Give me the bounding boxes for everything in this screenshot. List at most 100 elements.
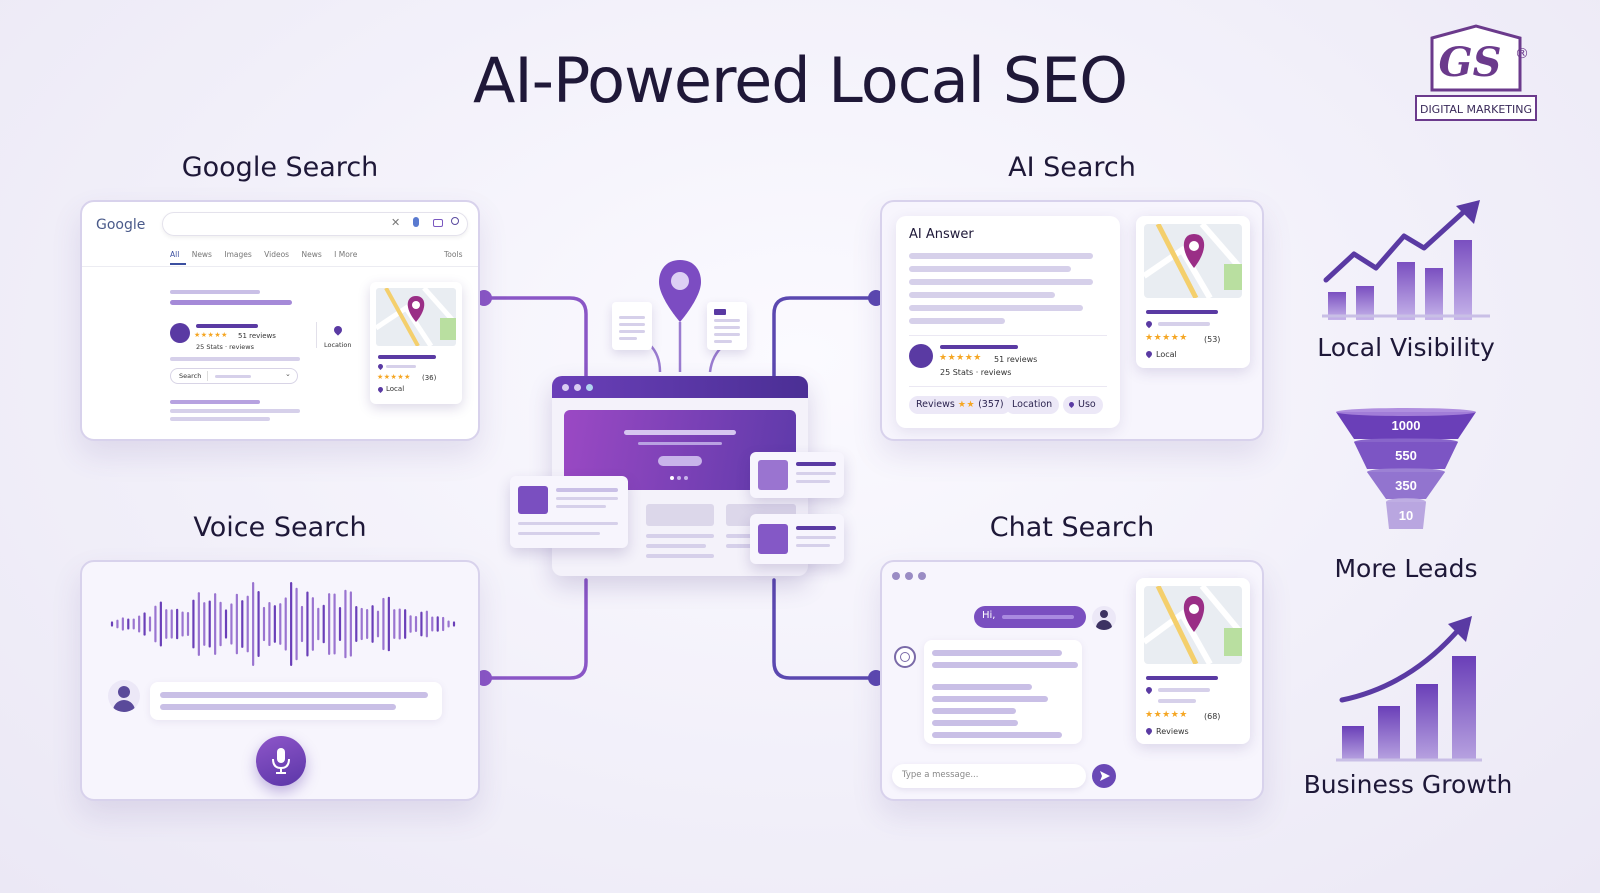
message-placeholder: Type a message...	[902, 770, 979, 780]
local-pin-icon	[376, 385, 385, 394]
map-local-tag: Local	[386, 385, 405, 393]
browser-titlebar	[552, 376, 808, 398]
tab-more[interactable]: I More	[334, 250, 358, 259]
growth-bar-1	[1342, 726, 1364, 760]
map-rating-stars: ★★★★★	[377, 373, 411, 381]
visibility-bar-3	[1397, 262, 1415, 320]
clear-icon[interactable]: ✕	[391, 216, 401, 229]
growth-bar-4	[1452, 656, 1476, 760]
funnel-segment	[1386, 502, 1426, 529]
ai-rating-stars: ★★★★★	[939, 353, 982, 363]
location-pin-icon	[332, 324, 344, 336]
funnel-value-label: 350	[1395, 478, 1417, 493]
logo-shield-icon: GS ® DIGITAL MARKETING	[1415, 24, 1537, 121]
funnel-value-label: 10	[1399, 508, 1413, 523]
google-search-panel: Google ✕ All News Images Videos News I M…	[80, 200, 480, 441]
business-avatar	[909, 344, 933, 368]
map-card[interactable]: ★★★★★ (36) Local	[370, 282, 462, 404]
ai-map-local-tag: Local	[1156, 350, 1177, 359]
chat-map-card[interactable]: ★★★★★ (68) Reviews	[1136, 578, 1250, 744]
search-filter[interactable]: Search ⌄	[170, 368, 298, 384]
chat-map-rating-count: (68)	[1204, 712, 1221, 721]
funnel-segment	[1336, 412, 1476, 439]
rating-stars: ★★★★★	[194, 331, 228, 339]
uso-chip[interactable]: Uso	[1063, 396, 1103, 414]
logo-registered: ®	[1515, 46, 1529, 62]
website-card-left	[510, 476, 628, 548]
microphone-icon	[272, 748, 290, 774]
search-input[interactable]: ✕	[162, 212, 468, 236]
uso-chip-label: Uso	[1078, 399, 1096, 410]
pin-icon	[1144, 685, 1154, 695]
ai-map-rating-count: (53)	[1204, 335, 1221, 344]
sound-wave-icon	[110, 582, 456, 666]
ai-map-card[interactable]: ★★★★★ (53) Local	[1136, 216, 1250, 368]
growth-trend-arrow	[1339, 625, 1463, 703]
gs-logo: GS ® DIGITAL MARKETING	[1414, 24, 1538, 124]
document-icon-right	[707, 302, 747, 350]
logo-mark: GS	[1438, 39, 1501, 86]
greeting-text: Hi,	[982, 610, 996, 621]
bot-avatar-icon	[894, 646, 916, 668]
tab-all[interactable]: All	[170, 250, 180, 259]
location-label[interactable]: Location	[324, 341, 352, 349]
pin-icon	[1144, 319, 1154, 329]
microphone-icon[interactable]	[413, 217, 419, 227]
camera-icon[interactable]	[433, 219, 443, 227]
tab-videos[interactable]: Videos	[264, 250, 290, 259]
map-rating-count: (36)	[422, 374, 437, 382]
visibility-bar-2	[1356, 286, 1374, 320]
ai-search-panel: AI Answer ★★★★★ 51 reviews 25 Stats · re…	[880, 200, 1264, 441]
google-logo: Google	[96, 217, 146, 233]
growth-bar-3	[1416, 684, 1438, 760]
message-input[interactable]: Type a message...	[892, 764, 1086, 788]
ai-answer-title: AI Answer	[909, 227, 974, 242]
growth-bar-chart-icon	[1336, 616, 1482, 762]
search-filter-label: Search	[179, 372, 202, 380]
funnel-segment-rim	[1367, 468, 1445, 476]
growth-bar-2	[1378, 706, 1400, 760]
search-icon[interactable]	[451, 217, 459, 225]
pin-icon	[376, 362, 385, 371]
tools-link[interactable]: Tools	[444, 250, 463, 259]
send-icon	[1100, 771, 1110, 781]
ai-search-heading: AI Search	[1008, 152, 1136, 183]
visibility-trend-arrow	[1323, 205, 1471, 283]
website-card-right-top	[750, 452, 844, 498]
document-icon-left	[612, 302, 652, 350]
send-button[interactable]	[1092, 764, 1116, 788]
business-growth-label: Business Growth	[1303, 770, 1513, 799]
user-avatar	[108, 680, 140, 712]
tab-news-2[interactable]: News	[301, 250, 322, 259]
user-message-bubble: Hi,	[974, 606, 1086, 628]
ai-reviews-count: 51 reviews	[994, 355, 1038, 364]
funnel-value-label: 550	[1395, 448, 1417, 463]
map-icon	[1144, 586, 1242, 664]
ai-answer-card: AI Answer ★★★★★ 51 reviews 25 Stats · re…	[896, 216, 1120, 428]
map-icon	[1144, 224, 1242, 298]
reviews-chip[interactable]: Reviews ★★ (357)	[909, 396, 1011, 414]
location-chip[interactable]: Location	[1005, 396, 1060, 414]
location-pin-icon	[657, 258, 703, 324]
user-avatar	[1092, 606, 1116, 630]
chat-search-panel: Hi, ★★★★★ (68) Reviews	[880, 560, 1264, 801]
microphone-button[interactable]	[256, 736, 306, 786]
bot-message-bubble	[924, 640, 1082, 744]
voice-transcript	[150, 682, 442, 720]
website-card-right-bottom	[750, 514, 844, 564]
ai-stats-text: 25 Stats · reviews	[940, 368, 1012, 377]
reviews-count: 51 reviews	[238, 332, 276, 340]
voice-search-heading: Voice Search	[193, 512, 367, 543]
google-search-heading: Google Search	[181, 152, 379, 183]
visibility-bar-chart-icon	[1322, 200, 1490, 320]
funnel-segment-rim	[1336, 408, 1476, 416]
tab-images[interactable]: Images	[224, 250, 252, 259]
visibility-bar-1	[1328, 292, 1346, 320]
reviews-chip-count: (357)	[978, 399, 1004, 410]
chat-map-rating-stars: ★★★★★	[1145, 710, 1188, 720]
reviews-chip-stars: ★★	[957, 400, 976, 410]
tab-news[interactable]: News	[191, 250, 212, 259]
visibility-bar-5	[1454, 240, 1472, 320]
